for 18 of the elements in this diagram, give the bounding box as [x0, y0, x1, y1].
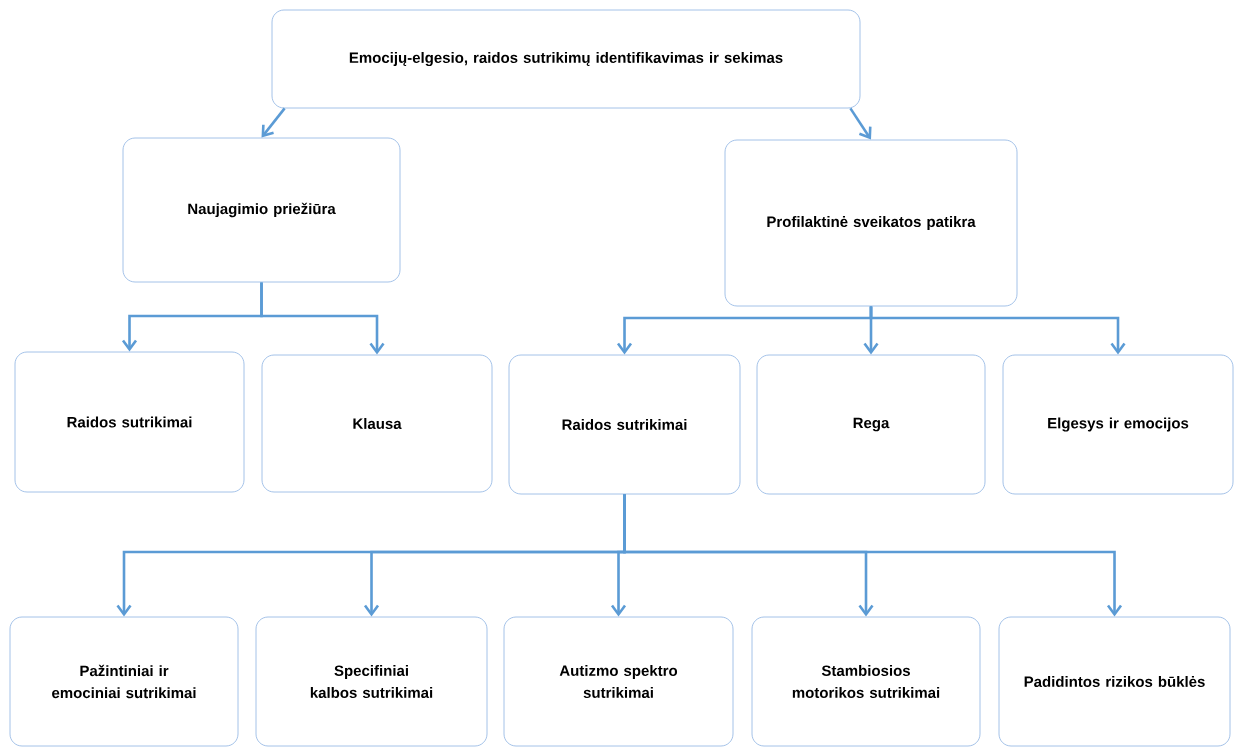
process-box: Emocijų-elgesio, raidos sutrikimų identifikavimas ir sekimas: [271, 9, 861, 109]
process-box: Raidos sutrikimai: [14, 351, 245, 493]
process-box: Rega: [756, 354, 986, 495]
process-box: Stambiosios motorikos sutrikimai: [751, 616, 981, 747]
arrow: [849, 107, 872, 140]
arrow: [869, 306, 1126, 355]
process-box: Klausa: [261, 354, 493, 493]
process-box: Pažintiniai ir emociniai sutrikimai: [9, 616, 239, 747]
process-box: Profilaktinė sveikatos patikra: [724, 139, 1018, 307]
process-box: Raidos sutrikimai: [508, 354, 741, 495]
arrow: [260, 282, 385, 355]
arrow: [623, 494, 1123, 617]
arrow: [261, 107, 286, 138]
process-box: Specifiniai kalbos sutrikimai: [255, 616, 488, 747]
process-box: Padidintos rizikos būklės: [998, 616, 1231, 747]
process-box: Autizmo spektro sutrikimai: [503, 616, 734, 747]
process-box: Naujagimio priežiūra: [122, 137, 401, 283]
process-box: Elgesys ir emocijos: [1002, 354, 1234, 495]
